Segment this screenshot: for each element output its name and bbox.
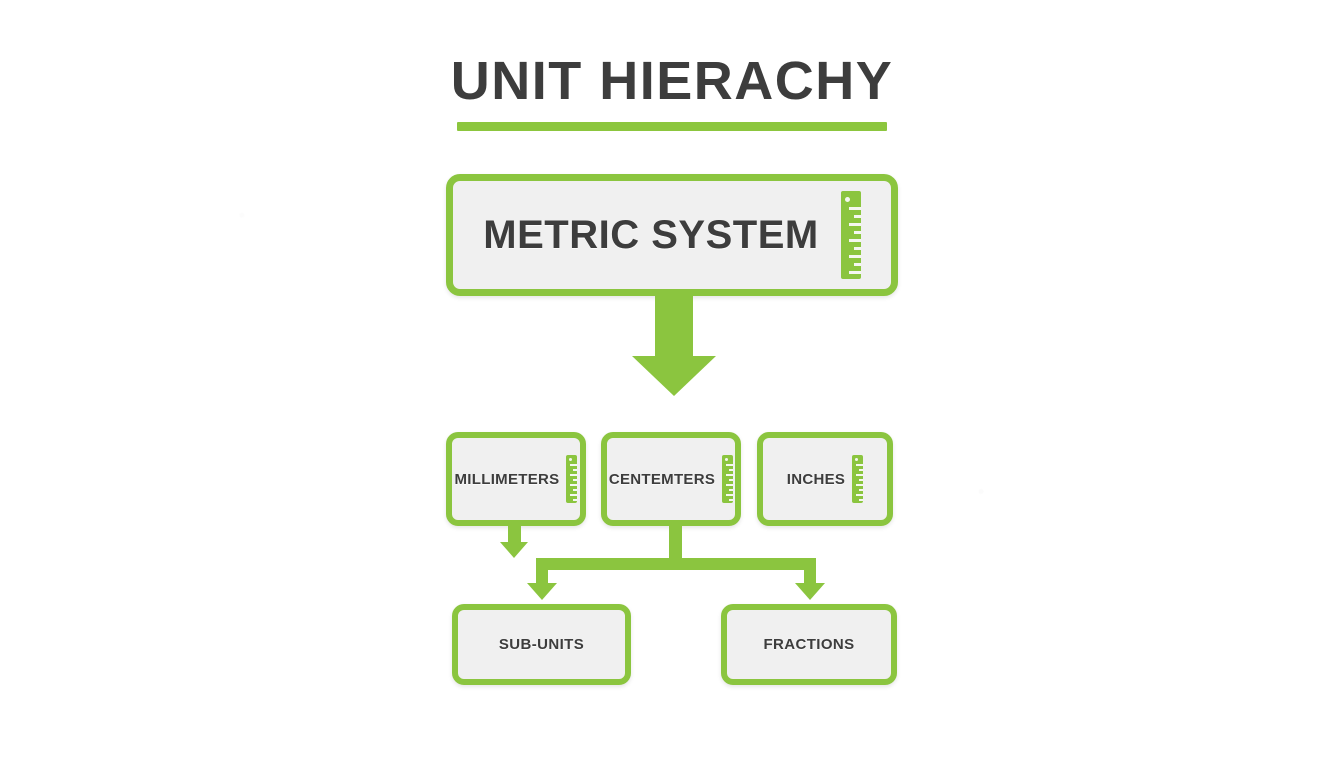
node-sub-units-label: SUB-UNITS [498,636,585,653]
node-fractions[interactable]: FRACTIONS [721,604,897,685]
connector-split-left-shaft [536,558,548,586]
node-sub-units[interactable]: SUB-UNITS [452,604,631,685]
ruler-hole [854,458,858,461]
ruler-icon [840,191,861,279]
page-title: UNIT HIERACHY [450,51,894,111]
diagram-title-block: UNIT HIERACHY [0,54,1344,131]
node-millimeters-label: MILLIMETERS [454,470,560,488]
node-metric-system-label: METRIC SYSTEM [483,212,819,257]
node-metric-system[interactable]: METRIC SYSTEM [446,174,898,296]
ruler-hole [844,197,850,202]
node-centemters-label: CENTEMTERS [608,470,716,488]
ruler-icon [852,455,864,503]
ruler-icon [722,455,734,503]
title-underline [457,122,887,131]
connector-root-to-level-two-arrowhead [632,356,716,396]
node-inches[interactable]: INCHES [757,432,893,526]
connector-split-right-shaft [804,558,816,586]
node-centemters[interactable]: CENTEMTERS [601,432,741,526]
connector-split-bar [536,558,816,570]
connector-split-left-arrowhead [527,583,557,600]
connector-millimeters-shaft [508,526,521,544]
node-fractions-label: FRACTIONS [763,636,855,653]
ruler-hole [568,458,572,461]
connector-split-right-arrowhead [795,583,825,600]
connector-root-to-level-two-shaft [655,296,693,358]
connector-centemters-stem [669,526,682,564]
ruler-icon [566,455,578,503]
node-millimeters[interactable]: MILLIMETERS [446,432,586,526]
ruler-hole [724,458,728,461]
connector-millimeters-arrowhead [500,542,528,558]
node-inches-label: INCHES [786,470,846,488]
